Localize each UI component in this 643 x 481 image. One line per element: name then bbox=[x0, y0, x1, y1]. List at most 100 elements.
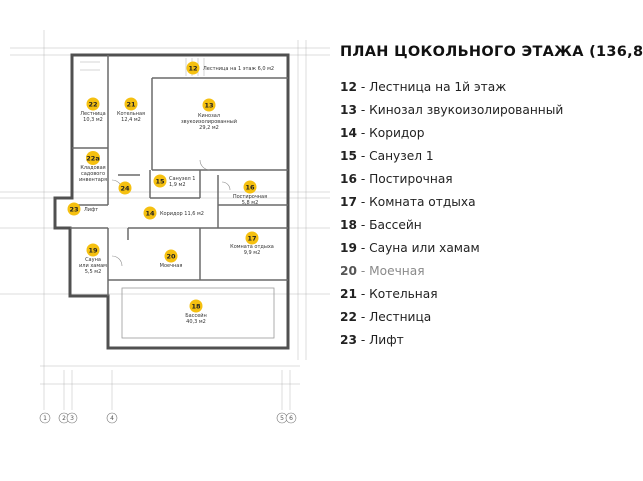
pool-basin bbox=[121, 287, 275, 339]
axis-bubble bbox=[39, 412, 51, 424]
room-marker bbox=[153, 174, 167, 188]
legend-item-number: 12 bbox=[340, 80, 357, 94]
room-number: 21 bbox=[126, 100, 136, 108]
legend-item-label: - Сауна или хамам bbox=[356, 241, 480, 255]
room-label: Бассейн bbox=[185, 312, 207, 319]
room-marker bbox=[86, 97, 100, 111]
room-label: Лестница bbox=[80, 111, 105, 117]
legend-item: 20 - Моечная bbox=[340, 264, 425, 278]
legend-item-label: - Коридор bbox=[356, 126, 425, 140]
legend-item-label: - Комната отдыха bbox=[356, 195, 476, 209]
room-label: Котельная bbox=[117, 111, 145, 117]
legend-item: 14 - Коридор bbox=[340, 126, 425, 140]
legend-item-number: 19 bbox=[340, 241, 357, 255]
legend-item: 21 - Котельная bbox=[340, 287, 438, 301]
legend-item-label: - Лестница на 1й этаж bbox=[356, 80, 507, 94]
legend-item: 18 - Бассейн bbox=[340, 218, 422, 232]
legend-item: 16 - Постирочная bbox=[340, 172, 453, 186]
axis-label: 2 bbox=[62, 415, 66, 422]
axis-bubble bbox=[106, 412, 118, 424]
axis-label: 5 bbox=[280, 415, 284, 422]
legend-item: 19 - Сауна или хамам bbox=[340, 241, 480, 255]
room-label: звукоизолированный bbox=[181, 118, 237, 125]
room-number: 20 bbox=[166, 252, 176, 260]
room-label: Кладовая bbox=[80, 165, 105, 171]
legend-item-label: - Лифт bbox=[356, 333, 404, 347]
legend-item: 22 - Лестница bbox=[340, 310, 431, 324]
legend-item-label: - Санузел 1 bbox=[356, 149, 434, 163]
room-label: 1,9 м2 bbox=[169, 182, 186, 188]
room-number: 14 bbox=[145, 209, 155, 217]
room-label: 10,3 м2 bbox=[83, 117, 103, 123]
legend-item-label: - Котельная bbox=[356, 287, 438, 301]
floor-plan-slide: { "legend": { "title": "ПЛАН ЦОКОЛЬНОГО … bbox=[0, 30, 643, 424]
room-label: инвентаря bbox=[79, 177, 107, 183]
room-label: Лифт bbox=[84, 207, 98, 213]
room-number: 18 bbox=[191, 302, 201, 310]
legend-item-label: - Моечная bbox=[356, 264, 425, 278]
room-marker bbox=[243, 180, 257, 194]
room-number: 13 bbox=[204, 101, 213, 109]
room-label: Санузел 1 bbox=[169, 176, 195, 182]
legend-item-label: - Кинозал звукоизолированный bbox=[356, 103, 564, 117]
room-label: Кинозал bbox=[198, 113, 220, 119]
legend-item-number: 18 bbox=[340, 218, 357, 232]
outer-walls bbox=[53, 53, 290, 350]
axis-label: 1 bbox=[43, 415, 47, 422]
axis-label: 4 bbox=[110, 415, 114, 422]
legend-item-number: 21 bbox=[340, 287, 357, 301]
room-number: 22 bbox=[88, 100, 97, 108]
room-label: Лестница на 1 этаж 6,0 м2 bbox=[203, 66, 274, 72]
room-label: или хамам bbox=[79, 263, 107, 269]
room-marker bbox=[86, 243, 100, 257]
room-label: Постирочная bbox=[233, 194, 267, 200]
room-label: 29,2 м2 bbox=[199, 125, 219, 131]
legend-item-number: 23 bbox=[340, 333, 357, 347]
legend-item-label: - Лестница bbox=[356, 310, 432, 324]
room-marker bbox=[67, 202, 81, 216]
room-label: 12,4 м2 bbox=[121, 117, 141, 123]
legend-item-label: - Бассейн bbox=[356, 218, 422, 232]
legend-item-label: - Постирочная bbox=[356, 172, 453, 186]
stairs-hatch bbox=[80, 58, 205, 76]
legend-item: 12 - Лестница на 1й этаж bbox=[340, 80, 506, 94]
room-label: 5,5 м2 bbox=[85, 269, 102, 275]
room-label: 5,8 м2 bbox=[242, 200, 259, 206]
legend-item-number: 13 bbox=[340, 103, 357, 117]
room-marker bbox=[143, 206, 157, 220]
room-marker bbox=[202, 98, 216, 112]
legend-item-number: 14 bbox=[340, 126, 357, 140]
room-number: 12 bbox=[188, 64, 197, 72]
legend-title: ПЛАН ЦОКОЛЬНОГО ЭТАЖА (136,8 bbox=[340, 44, 643, 60]
room-number: 24 bbox=[120, 184, 130, 192]
legend-item: 13 - Кинозал звукоизолированный bbox=[340, 103, 563, 117]
room-number: 17 bbox=[247, 234, 256, 242]
legend-item: 17 - Комната отдыха bbox=[340, 195, 476, 209]
legend-item: 15 - Санузел 1 bbox=[340, 149, 434, 163]
legend-item: 23 - Лифт bbox=[340, 333, 404, 347]
room-number: 15 bbox=[155, 177, 165, 185]
room-number: 23 bbox=[69, 205, 78, 213]
room-marker bbox=[245, 231, 259, 245]
room-marker bbox=[124, 97, 138, 111]
room-label: Коридор 11,6 м2 bbox=[160, 211, 204, 217]
room-label: Моечная bbox=[160, 263, 183, 269]
room-label: Сауна bbox=[85, 257, 101, 263]
legend-item-number: 17 bbox=[340, 195, 357, 209]
room-number: 16 bbox=[245, 183, 255, 191]
room-marker bbox=[118, 181, 132, 195]
room-label: 9,9 м2 bbox=[244, 250, 261, 256]
room-label: 40,3 м2 bbox=[186, 319, 206, 325]
legend-item-number: 22 bbox=[340, 310, 357, 324]
axis-label: 6 bbox=[289, 415, 293, 422]
room-marker bbox=[186, 61, 200, 75]
axis-label: 3 bbox=[70, 415, 74, 422]
legend-item-number: 20 bbox=[340, 264, 357, 278]
inner-walls bbox=[70, 55, 288, 296]
room-number: 22а bbox=[86, 154, 99, 162]
legend-item-number: 16 bbox=[340, 172, 357, 186]
legend-item-number: 15 bbox=[340, 149, 357, 163]
axis-bubble bbox=[285, 412, 297, 424]
